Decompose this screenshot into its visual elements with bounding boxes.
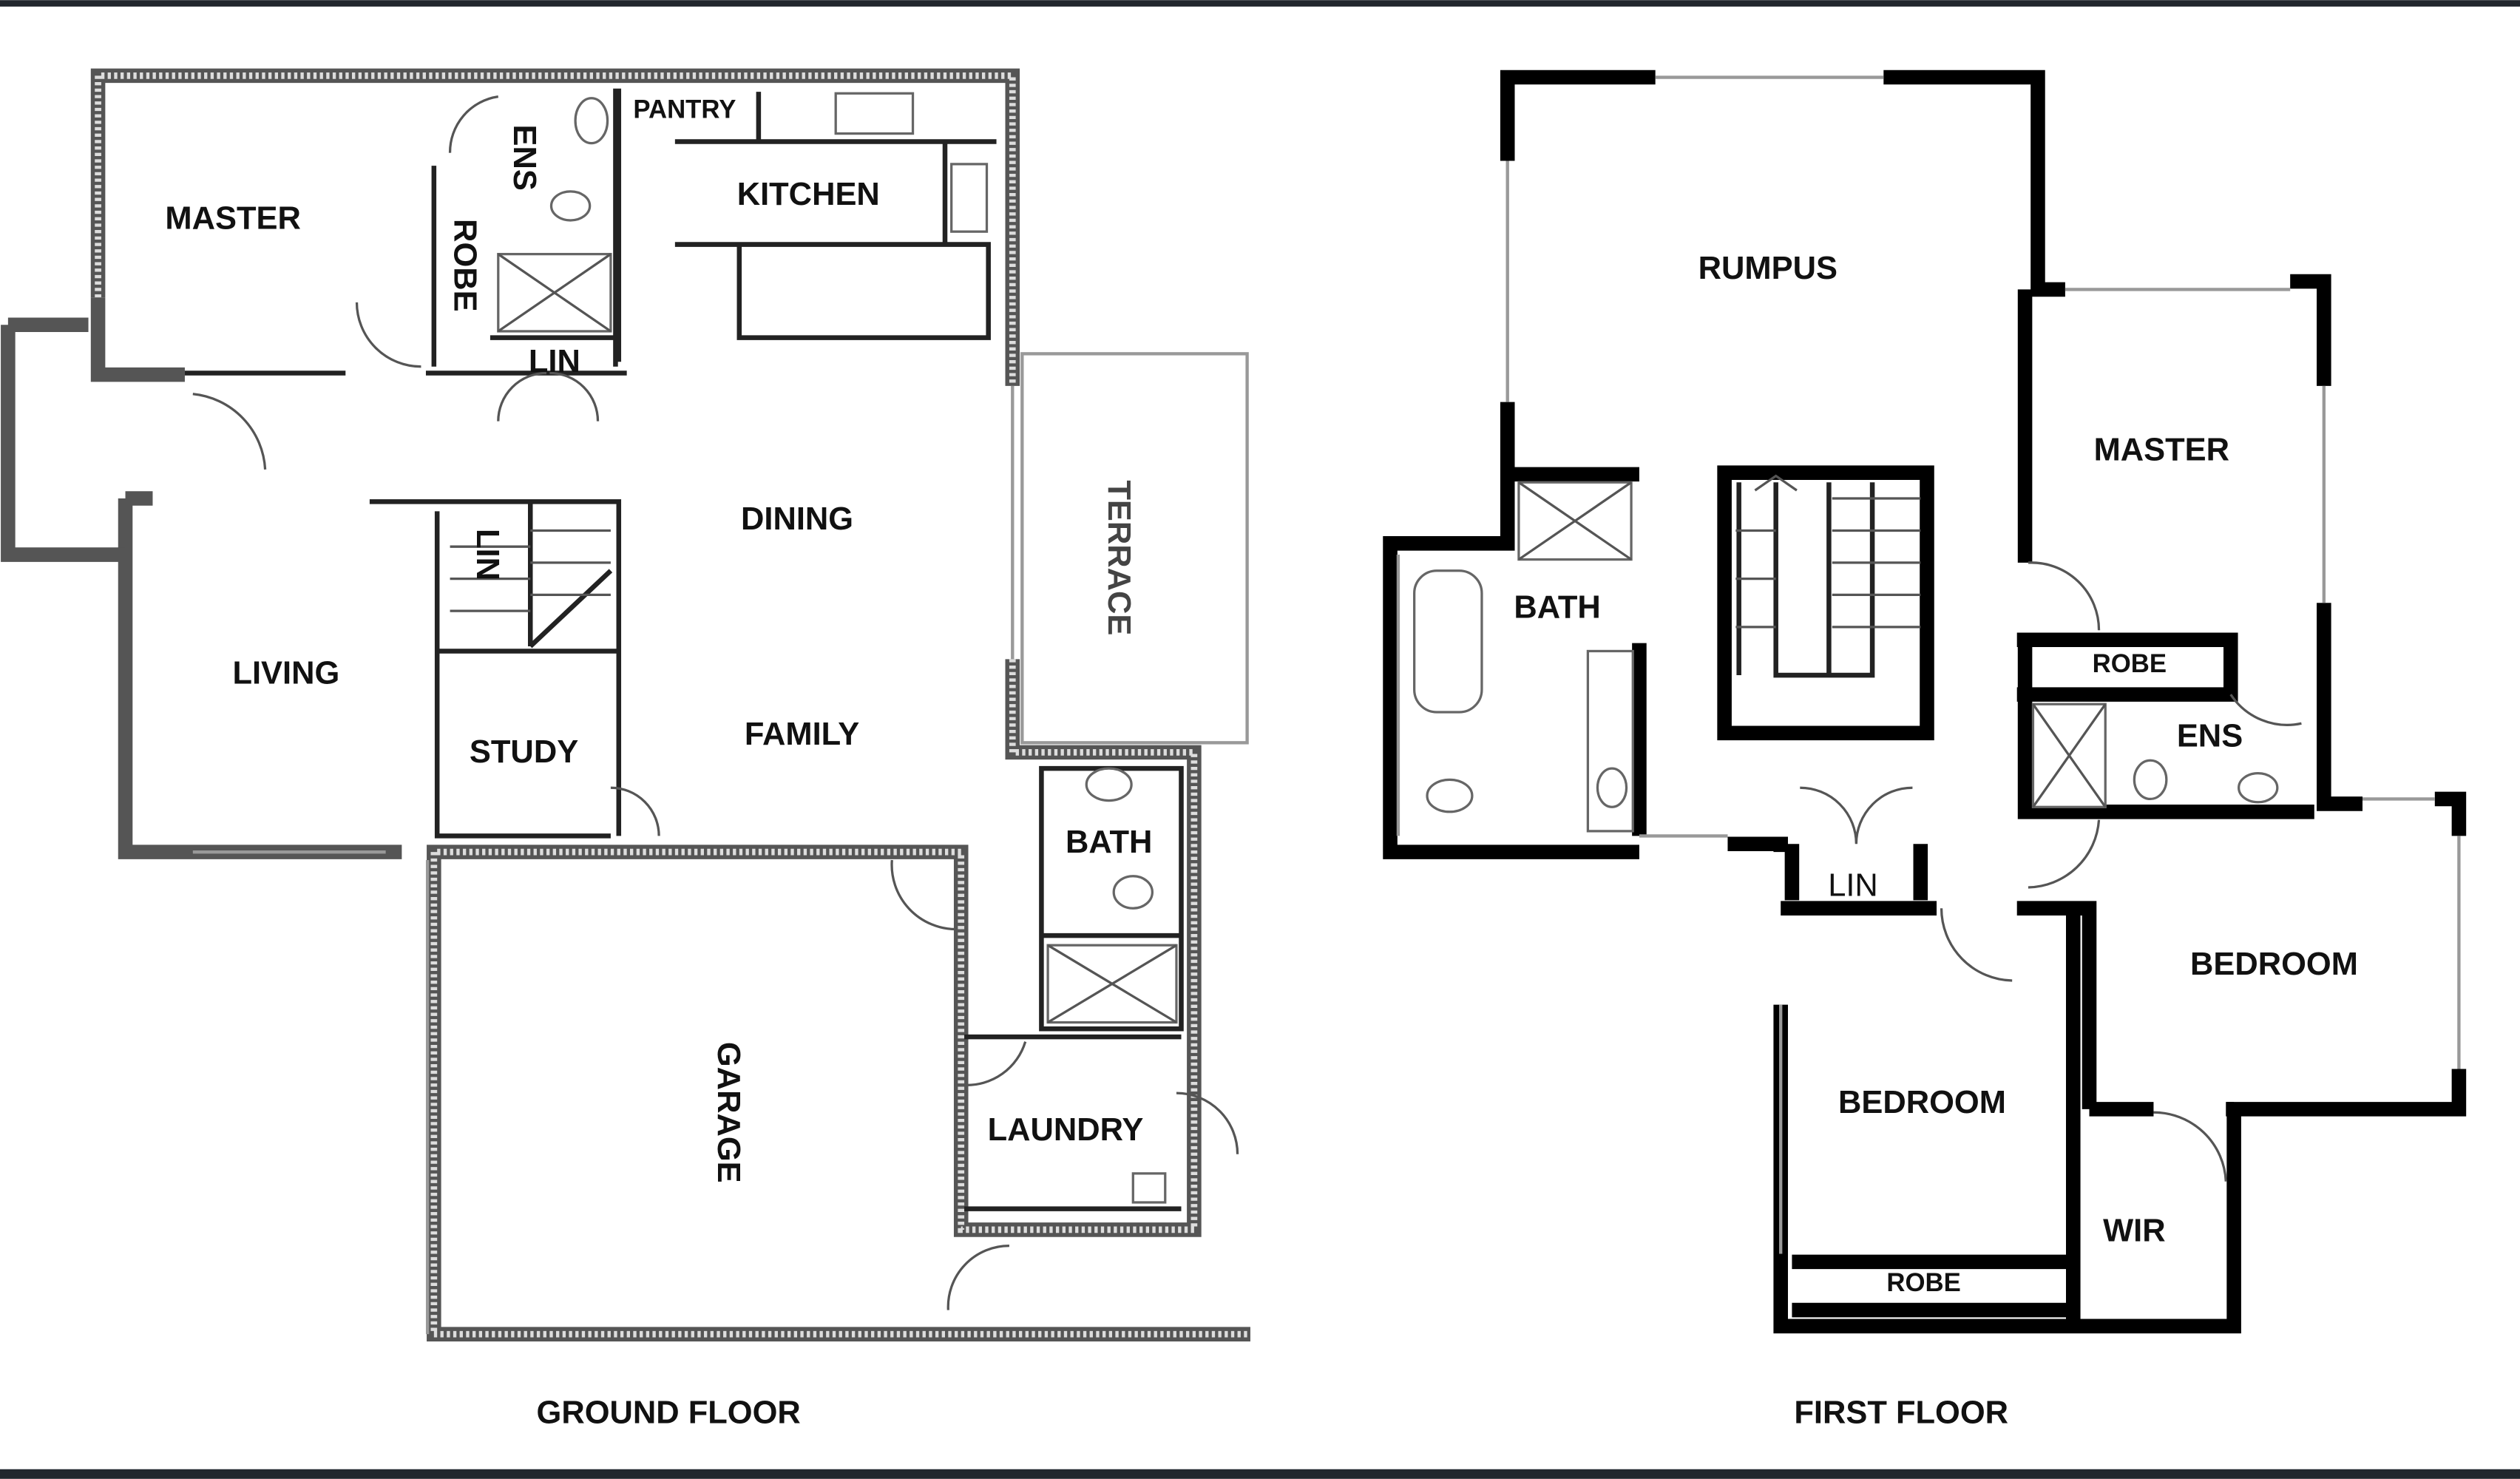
room-label-master: MASTER [165, 200, 300, 236]
bathtub [1413, 569, 1483, 714]
cooktop [834, 92, 915, 135]
room-label-master: MASTER [2094, 432, 2229, 467]
toilet [2133, 759, 2168, 801]
room-label-study: STUDY [470, 734, 578, 770]
room-label-garage: GARAGE [711, 1042, 746, 1183]
kitchen-sink [950, 163, 989, 233]
room-label-bedroom: BEDROOM [2190, 947, 2358, 982]
room-label-robe: ROBE [447, 219, 482, 312]
ground-floor-walls [1, 68, 1250, 1341]
room-label-robe: ROBE [1886, 1269, 1960, 1297]
toilet [1112, 875, 1154, 910]
basin [574, 97, 609, 145]
room-label-ens: ENS [2177, 718, 2243, 754]
room-label-ens: ENS [507, 125, 542, 191]
room-label-terrace: TERRACE [1101, 480, 1137, 635]
ground-floor-title: GROUND FLOOR [537, 1395, 801, 1430]
toilet [1426, 778, 1474, 813]
room-label-bath: BATH [1066, 825, 1152, 860]
terrace-outline [1020, 352, 1249, 745]
stair-void [1717, 465, 1934, 741]
room-label-wir: WIR [2103, 1214, 2165, 1249]
room-label-bedroom: BEDROOM [1838, 1085, 2006, 1120]
ground-floor-fixtures [192, 92, 1239, 1310]
room-label-bath: BATH [1514, 589, 1600, 625]
room-label-family: FAMILY [745, 717, 859, 752]
bottom-frame-bar [0, 1469, 2520, 1479]
basin [1085, 767, 1133, 802]
first-floor-title: FIRST FLOOR [1794, 1395, 2008, 1430]
first-floor-fixtures [1413, 474, 2302, 1182]
room-label-lin: LIN [470, 529, 505, 581]
top-frame-bar [0, 0, 2520, 7]
laundry-tub [1131, 1172, 1167, 1204]
toilet [549, 190, 592, 222]
basin [1596, 767, 1628, 808]
room-label-dining: DINING [741, 501, 853, 537]
room-label-robe: ROBE [2093, 650, 2167, 678]
room-label-living: LIVING [232, 656, 339, 691]
room-label-lin: LIN [1828, 867, 1878, 903]
room-label-lin: LIN [529, 344, 580, 379]
room-label-pantry: PANTRY [633, 95, 736, 123]
room-label-rumpus: RUMPUS [1698, 251, 1838, 286]
first-floor-plan: RUMPUS MASTER BATH ROBE ENS LIN BEDROOM … [1383, 70, 2467, 1430]
basin [2238, 772, 2279, 804]
first-floor-walls [1383, 70, 2467, 1334]
ground-floor-plan: MASTER ENS PANTRY KITCHEN ROBE LIN LIN D… [1, 68, 1250, 1430]
room-label-laundry: LAUNDRY [988, 1112, 1144, 1148]
room-label-kitchen: KITCHEN [737, 177, 880, 212]
